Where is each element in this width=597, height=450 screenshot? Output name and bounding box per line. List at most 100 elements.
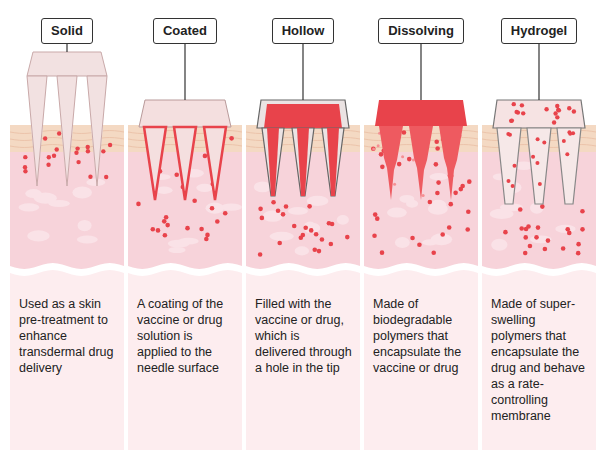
description-text: Made of biodegradable polymers that enca… <box>373 296 470 376</box>
hydrogel-needle <box>493 100 585 255</box>
tissue-cell <box>491 239 507 251</box>
drug-particle <box>523 251 528 256</box>
drug-particle <box>534 235 539 240</box>
drug-particle <box>453 191 458 196</box>
drug-particle <box>538 182 542 186</box>
dissolving-shaft <box>409 126 433 200</box>
drug-particle <box>555 104 559 108</box>
drug-particle <box>422 194 425 197</box>
drug-particle <box>526 224 531 229</box>
drug-particle <box>299 235 304 240</box>
tissue-cell <box>295 246 309 255</box>
drug-particle <box>519 226 524 231</box>
drug-particle <box>258 207 263 212</box>
tissue-cell <box>422 239 438 245</box>
drug-particle <box>309 228 314 233</box>
drug-particle <box>434 162 439 167</box>
drug-particle <box>544 107 548 111</box>
drug-particle <box>555 115 559 119</box>
drug-particle <box>536 225 541 230</box>
drug-particle <box>156 228 161 233</box>
drug-particle <box>204 237 209 242</box>
drug-particle <box>576 242 581 247</box>
drug-particle <box>320 237 325 242</box>
drug-particle <box>375 216 380 221</box>
drug-particle <box>510 118 514 122</box>
dissolving-shaft <box>439 126 463 200</box>
drug-particle <box>402 130 407 135</box>
drug-channel <box>297 128 309 196</box>
tissue-cell <box>19 203 40 211</box>
drug-particle <box>23 165 27 169</box>
description-panel: Filled with the vaccine or drug, which i… <box>246 282 360 450</box>
tissue-cell <box>399 195 414 203</box>
drug-particle <box>377 144 380 147</box>
drug-particle <box>513 164 517 168</box>
drug-particle <box>210 206 215 211</box>
description-panel: Made of super-swelling polymers that enc… <box>482 282 596 450</box>
drug-particle <box>101 149 105 153</box>
drug-particle <box>506 179 510 183</box>
drug-particle <box>372 233 377 238</box>
dissolving-shaft <box>379 126 403 200</box>
drug-particle <box>163 233 168 238</box>
type-label: Hollow <box>272 18 335 44</box>
tissue-cell <box>86 179 105 186</box>
type-label: Dissolving <box>378 18 464 44</box>
drug-particle <box>276 209 281 214</box>
drug-particle <box>562 139 566 143</box>
drug-particle <box>86 149 90 153</box>
tissue-cell <box>387 208 407 218</box>
drug-particle <box>136 202 141 207</box>
drug-particle <box>523 235 528 240</box>
drug-particle <box>553 111 557 115</box>
drug-particle <box>428 200 433 205</box>
panel-ground <box>128 270 242 450</box>
drug-particle <box>292 224 297 229</box>
drug-particle <box>162 219 167 224</box>
tissue-cell <box>27 230 49 241</box>
drug-particle <box>568 132 572 136</box>
drug-particle <box>552 120 556 124</box>
tissue-cell <box>530 235 552 243</box>
drug-particle <box>465 227 470 232</box>
type-label: Hydrogel <box>501 18 577 44</box>
tissue-cell <box>72 186 92 198</box>
drug-particle <box>199 227 204 232</box>
leader-line <box>538 44 539 100</box>
drug-particle <box>108 143 112 147</box>
leader-line <box>184 44 185 100</box>
tissue-cell <box>48 200 70 207</box>
tissue-cell <box>555 225 575 233</box>
drug-particle <box>556 108 560 112</box>
type-name: Hydrogel <box>511 23 567 39</box>
drug-particle <box>572 109 576 113</box>
drug-particle <box>203 154 208 159</box>
description-panel: Used as a skin pre-treatment to enhance … <box>10 282 124 450</box>
tissue-cell <box>178 238 198 245</box>
drug-particle <box>380 165 385 170</box>
needle-shaft <box>27 76 47 186</box>
drug-particle <box>512 102 516 106</box>
drug-particle <box>277 241 282 246</box>
drug-particle <box>329 242 334 247</box>
tissue-cell <box>500 203 523 211</box>
needle-shaft <box>292 128 314 196</box>
drug-particle <box>258 252 263 257</box>
leader-line <box>66 44 67 52</box>
drug-particle <box>580 209 585 214</box>
swelling-shaft <box>527 128 551 204</box>
drug-particle <box>536 137 540 141</box>
leader-lines <box>67 44 539 100</box>
swelling-shaft <box>557 128 581 204</box>
description-text: Made of super-swelling polymers that enc… <box>491 296 588 424</box>
drug-particle <box>151 227 156 232</box>
drug-particle <box>401 155 404 158</box>
drug-channel <box>267 128 279 196</box>
swelling-shaft <box>497 128 521 204</box>
drug-particle <box>284 204 289 209</box>
panel-ground <box>482 270 596 450</box>
drug-particle <box>223 211 228 216</box>
type-name: Coated <box>163 23 207 39</box>
